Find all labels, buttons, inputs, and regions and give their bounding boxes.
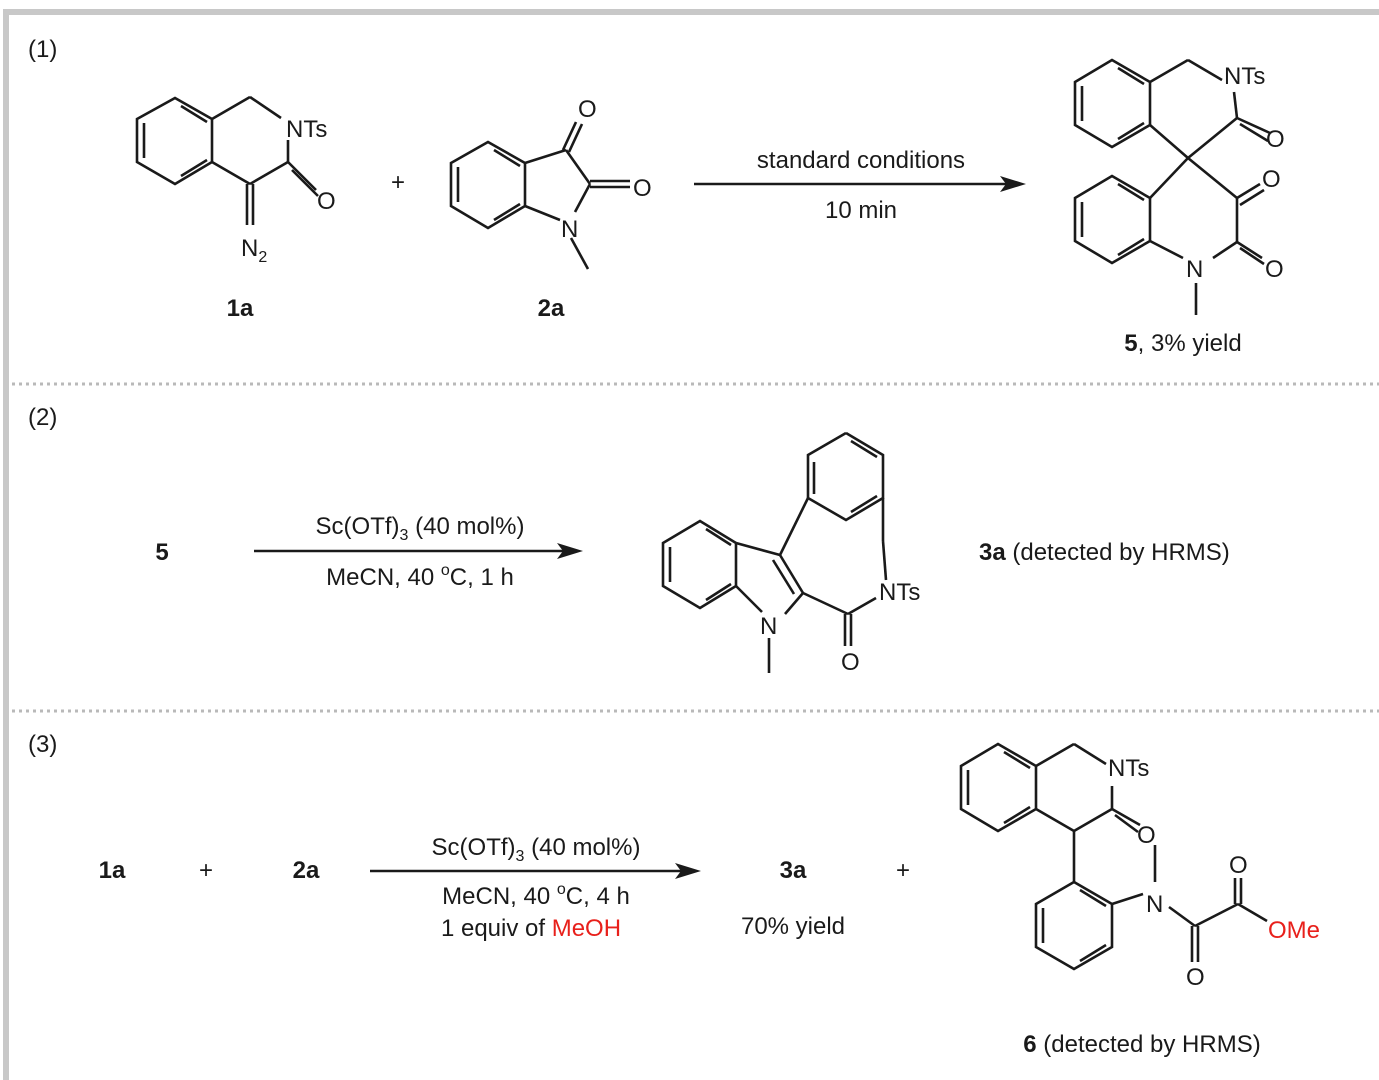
product-label-6: 6 (detected by HRMS) [1023, 1031, 1260, 1058]
atom-label: O [1137, 822, 1156, 849]
atom-label: O [1229, 852, 1248, 879]
compound-label-2a: 2a [293, 857, 320, 884]
condition-text: standard conditions [757, 147, 965, 174]
product-label-3a: 3a [780, 857, 807, 884]
atom-label: O [633, 175, 652, 202]
atom-label: O [1266, 126, 1285, 153]
atom-label: NTs [879, 579, 920, 606]
compound-label-2a: 2a [538, 295, 565, 322]
plus-sign: + [896, 857, 910, 884]
atom-label: N [760, 613, 777, 640]
condition-text: MeCN, 40 oC, 1 h [326, 562, 514, 591]
atom-label: O [1186, 964, 1205, 991]
plus-sign: + [391, 169, 405, 196]
additive-text: 1 equiv of MeOH [441, 915, 621, 942]
panel-2-number: (2) [28, 404, 57, 431]
compound-3a-structure [661, 431, 888, 673]
condition-text: Sc(OTf)3 (40 mol%) [432, 834, 641, 865]
atom-label: O [1262, 166, 1281, 193]
atom-label: N [1186, 256, 1203, 283]
compound-2a-structure [449, 121, 630, 270]
panel-1-number: (1) [28, 36, 57, 63]
atom-label: N [561, 216, 578, 243]
compound-label-1a: 1a [99, 857, 126, 884]
condition-text: MeCN, 40 oC, 4 h [442, 881, 630, 910]
atom-label: N2 [241, 235, 267, 266]
atom-label: O [1265, 256, 1284, 283]
compound-label-1a: 1a [227, 295, 254, 322]
compound-1a-structure [135, 95, 319, 225]
reaction-arrow [370, 863, 701, 879]
atom-label: NTs [286, 116, 327, 143]
compound-5-structure [1073, 58, 1271, 315]
atom-label: N [1146, 891, 1163, 918]
panel-3-number: (3) [28, 731, 57, 758]
product-label-3a: 3a (detected by HRMS) [979, 539, 1230, 566]
compound-6-structure [959, 742, 1268, 971]
condition-text: 10 min [825, 197, 897, 224]
compound-label-5: 5 [155, 539, 168, 566]
yield-text: 70% yield [741, 913, 845, 940]
reaction-arrow [254, 543, 583, 559]
condition-text: Sc(OTf)3 (40 mol%) [316, 513, 525, 544]
atom-label: O [841, 649, 860, 676]
compound-label-5: 5, 3% yield [1124, 330, 1241, 357]
atom-label: O [317, 188, 336, 215]
frame-border [3, 9, 1379, 1080]
reaction-arrow [694, 176, 1026, 192]
plus-sign: + [199, 857, 213, 884]
atom-label: NTs [1108, 755, 1149, 782]
atom-label: O [578, 96, 597, 123]
atom-label-ome: OMe [1268, 917, 1320, 944]
atom-label: NTs [1224, 63, 1265, 90]
